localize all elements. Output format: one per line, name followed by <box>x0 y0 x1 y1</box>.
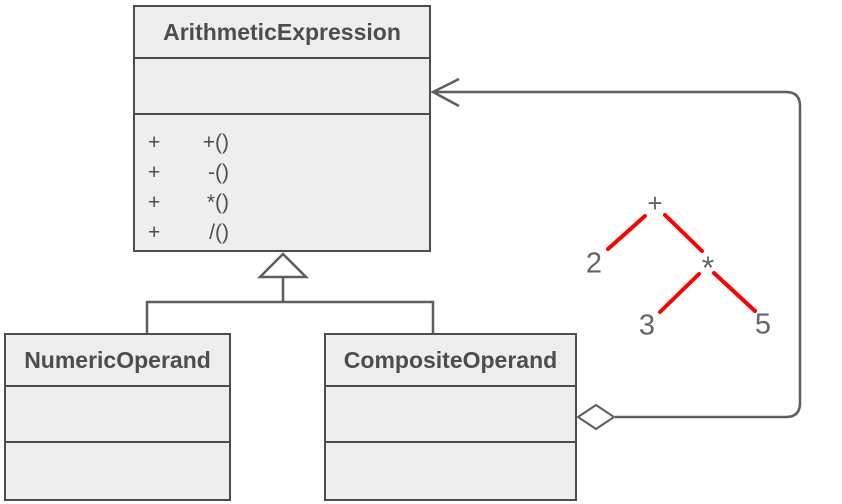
class-arithmetic-expression-methods: + +() + -() + *() + /() <box>135 115 429 248</box>
tree-node-2: 2 <box>585 247 603 280</box>
class-arithmetic-expression: ArithmeticExpression + +() + -() + *() +… <box>133 5 431 252</box>
tree-node-plus: + <box>647 188 663 218</box>
class-arithmetic-expression-title: ArithmeticExpression <box>135 7 429 59</box>
class-numeric-operand-title: NumericOperand <box>6 335 229 387</box>
generalization-connector <box>145 252 435 333</box>
tree-edge-star-3 <box>658 272 701 314</box>
tree-edge-star-5 <box>712 271 757 313</box>
tree-edge-plus-2 <box>606 214 647 251</box>
method-visibility: + <box>148 221 161 244</box>
class-composite-operand-title: CompositeOperand <box>326 335 575 387</box>
class-numeric-operand: NumericOperand <box>4 333 231 501</box>
tree-node-3: 3 <box>638 309 656 342</box>
class-composite-operand-methods <box>326 443 575 456</box>
generalization-lines <box>145 277 435 333</box>
class-composite-operand: CompositeOperand <box>324 333 577 501</box>
method-row-subtract: + -() <box>148 158 429 188</box>
inheritance-triangle-icon <box>256 252 310 279</box>
method-row-multiply: + *() <box>148 188 429 218</box>
method-signature: +() <box>202 131 229 154</box>
class-numeric-operand-attributes <box>6 387 229 443</box>
method-signature: *() <box>206 191 229 214</box>
aggregation-line <box>433 90 802 419</box>
aggregation-connector <box>430 77 802 431</box>
tree-node-star: * <box>701 250 715 286</box>
method-visibility: + <box>148 191 161 214</box>
tree-edge-plus-star <box>663 213 704 253</box>
method-visibility: + <box>148 161 161 184</box>
class-numeric-operand-methods <box>6 443 229 456</box>
open-arrowhead-icon <box>430 77 460 108</box>
method-row-add: + +() <box>148 128 429 158</box>
method-signature: -() <box>208 161 229 184</box>
tree-node-5: 5 <box>754 308 772 341</box>
method-visibility: + <box>148 131 161 154</box>
class-composite-operand-attributes <box>326 387 575 443</box>
expression-tree-edges <box>606 213 757 314</box>
aggregation-diamond-icon <box>576 403 616 431</box>
method-row-divide: + /() <box>148 218 429 248</box>
class-arithmetic-expression-attributes <box>135 59 429 115</box>
method-signature: /() <box>209 221 229 244</box>
